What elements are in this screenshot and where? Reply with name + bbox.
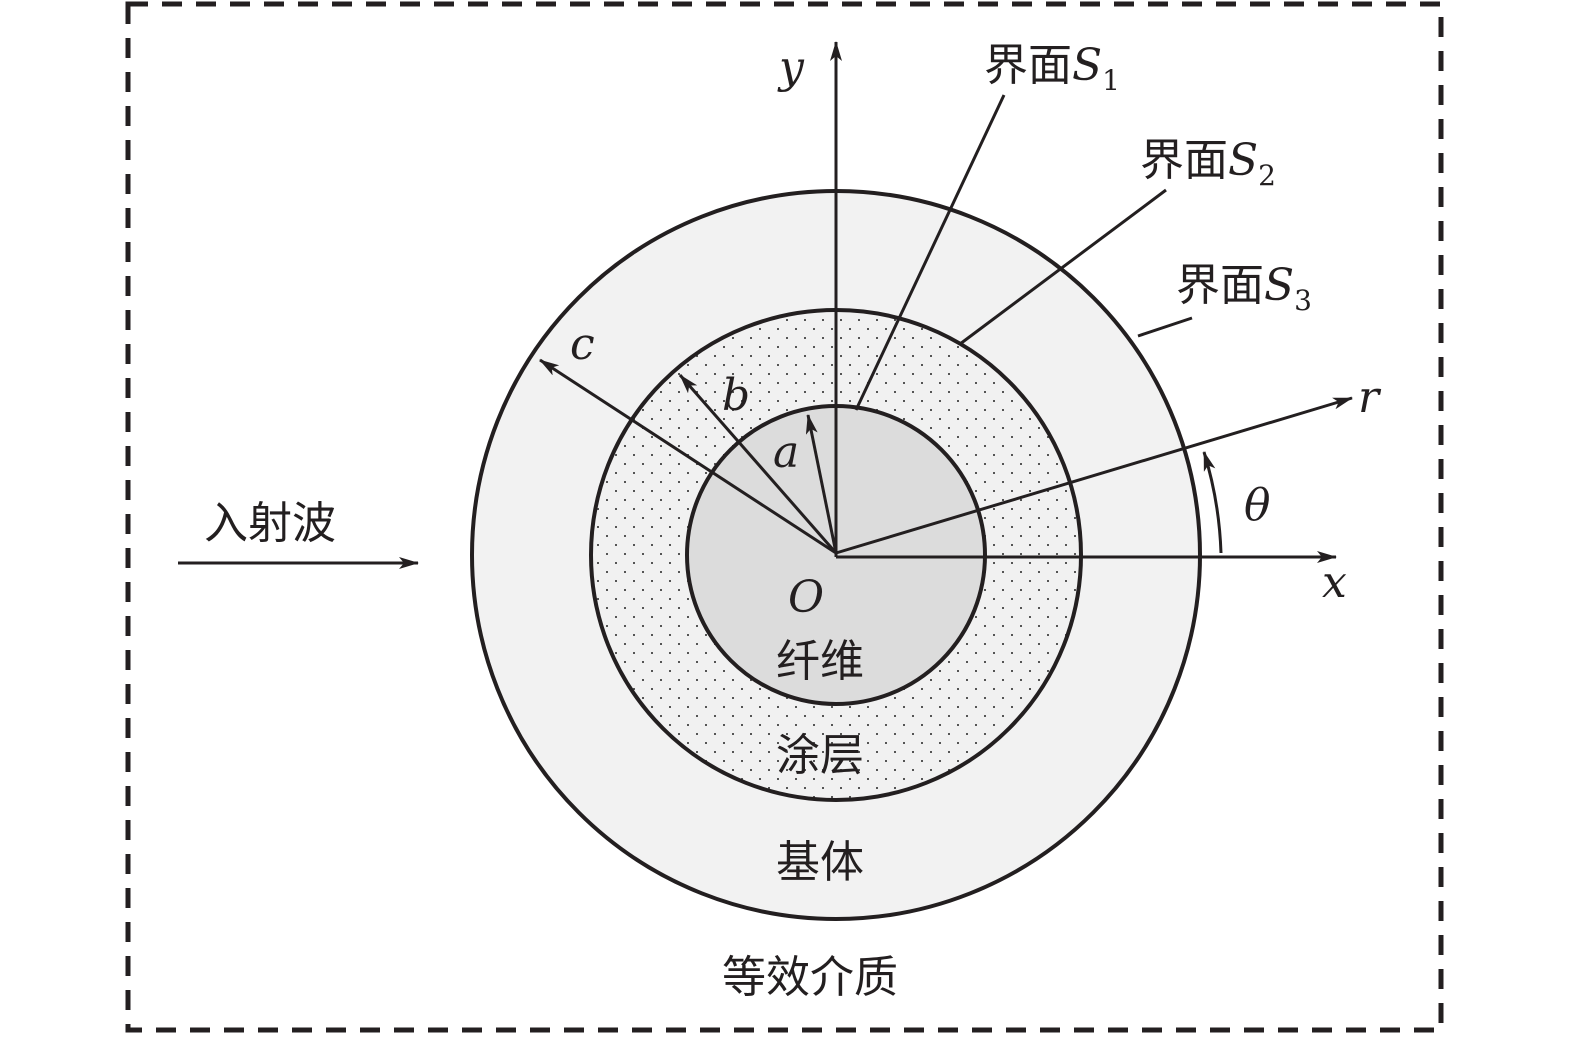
origin-label: O (788, 572, 824, 623)
fiber-label: 纤维 (776, 636, 864, 687)
interface-s3-label: 界面S3 (1176, 260, 1312, 317)
radius-c-label: c (570, 319, 595, 370)
radius-a-label: a (773, 427, 799, 478)
interface-s2-label: 界面S2 (1140, 135, 1276, 192)
theta-arc (1202, 451, 1223, 554)
radius-b-arrow (678, 374, 838, 554)
x-axis-label: x (1322, 557, 1347, 608)
interface-s1-leader (854, 94, 1006, 411)
equivalent-medium-label: 等效介质 (722, 952, 898, 1003)
matrix-label: 基体 (776, 837, 864, 888)
radial-line (835, 396, 1353, 555)
theta-label: θ (1244, 480, 1271, 531)
radial-label: r (1358, 372, 1382, 423)
interface-s3-leader (1137, 316, 1193, 338)
radius-b-label: b (722, 370, 750, 421)
radius-c-arrow (539, 358, 837, 555)
interface-s1-label: 界面S1 (984, 40, 1120, 97)
coating-label: 涂层 (776, 730, 864, 781)
y-axis-label: y (777, 42, 805, 93)
incident-wave-label: 入射波 (204, 498, 336, 549)
equivalent-medium-boundary (125, 1, 1444, 1033)
radius-a-arrow (805, 414, 838, 554)
interface-s2-leader (959, 188, 1167, 346)
